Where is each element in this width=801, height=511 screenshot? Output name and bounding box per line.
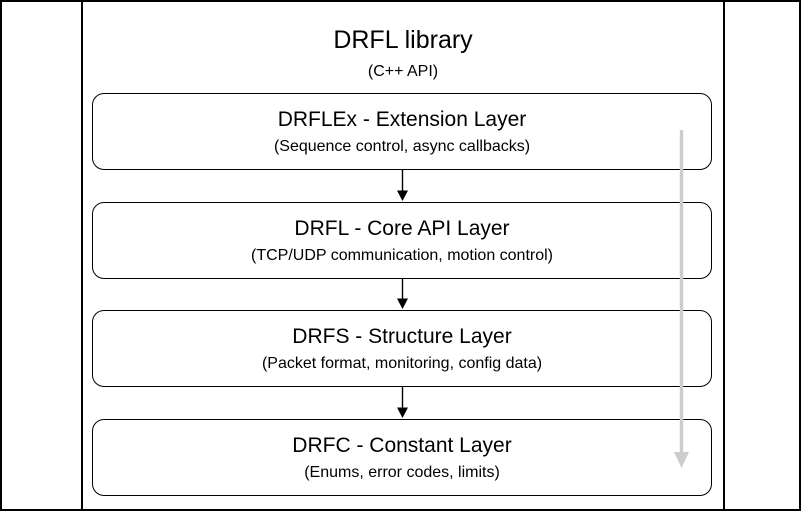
layer-box-core-api: DRFL - Core API Layer (TCP/UDP communica… [92, 202, 712, 279]
layer-title-constant: DRFC - Constant Layer [292, 434, 512, 457]
layer-subtitle-constant: (Enums, error codes, limits) [304, 464, 500, 481]
down-arrow-icon [397, 387, 408, 418]
layer-subtitle-core-api: (TCP/UDP communication, motion control) [250, 247, 554, 264]
layer-title-extension: DRFLEx - Extension Layer [277, 108, 527, 131]
flow-down-arrow-icon [674, 130, 689, 468]
layer-title-core-api: DRFL - Core API Layer [294, 217, 510, 240]
right-column-divider [723, 2, 725, 509]
down-arrow-icon [397, 279, 408, 309]
layer-subtitle-structure: (Packet format, monitoring, config data) [261, 355, 543, 372]
layer-box-structure: DRFS - Structure Layer (Packet format, m… [92, 310, 712, 387]
left-column-divider [81, 2, 83, 509]
layer-box-constant: DRFC - Constant Layer (Enums, error code… [92, 419, 712, 496]
layer-subtitle-extension: (Sequence control, async callbacks) [273, 138, 531, 155]
down-arrow-icon [397, 170, 408, 201]
diagram-subtitle: (C++ API) [367, 63, 439, 80]
diagram-title: DRFL library [333, 26, 473, 54]
layer-title-structure: DRFS - Structure Layer [292, 325, 512, 348]
layer-box-extension: DRFLEx - Extension Layer (Sequence contr… [92, 93, 712, 170]
